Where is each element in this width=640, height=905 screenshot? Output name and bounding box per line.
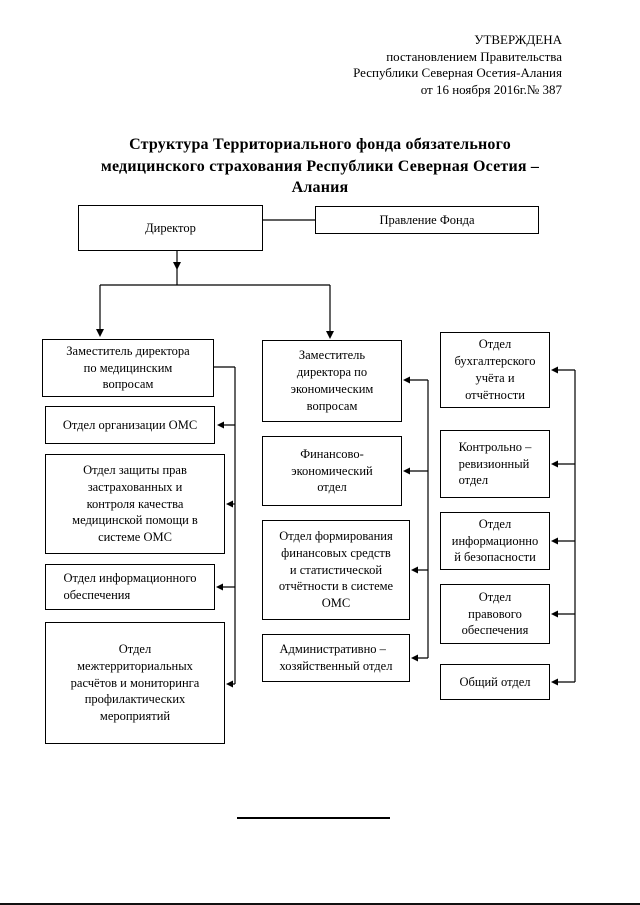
box-interterritorial-settlements: Отдел межтерриториальных расчётов и мони…: [45, 622, 225, 744]
footer-rule: [237, 817, 390, 819]
box-information-support: Отдел информационного обеспечения: [45, 564, 215, 610]
approval-line: УТВЕРЖДЕНА: [474, 32, 562, 47]
box-information-security: Отдел информационно й безопасности: [440, 512, 550, 570]
box-financial-economic: Финансово- экономический отдел: [262, 436, 402, 506]
box-general-department: Общий отдел: [440, 664, 550, 700]
box-board: Правление Фонда: [315, 206, 539, 234]
box-deputy-medical: Заместитель директора по медицинским воп…: [42, 339, 214, 397]
box-director: Директор: [78, 205, 263, 251]
approval-line: от 16 ноября 2016г.№ 387: [420, 81, 562, 97]
box-administrative-economic: Административно – хозяйственный отдел: [262, 634, 410, 682]
box-deputy-economic: Заместитель директора по экономическим в…: [262, 340, 402, 422]
approval-stamp: УТВЕРЖДЕНА постановлением Правительства …: [353, 32, 562, 99]
box-oms-organization: Отдел организации ОМС: [45, 406, 215, 444]
box-rights-protection: Отдел защиты прав застрахованных и контр…: [45, 454, 225, 554]
page-title: Структура Территориального фонда обязате…: [100, 136, 540, 197]
approval-line: постановлением Правительства: [386, 48, 562, 64]
box-legal-support: Отдел правового обеспечения: [440, 584, 550, 644]
approval-line: Республики Северная Осетия-Алания: [353, 65, 562, 81]
box-control-audit: Контрольно – ревизионный отдел: [440, 430, 550, 498]
scan-edge-line: [0, 903, 640, 905]
box-financial-formation: Отдел формирования финансовых средств и …: [262, 520, 410, 620]
box-accounting: Отдел бухгалтерского учёта и отчётности: [440, 332, 550, 408]
